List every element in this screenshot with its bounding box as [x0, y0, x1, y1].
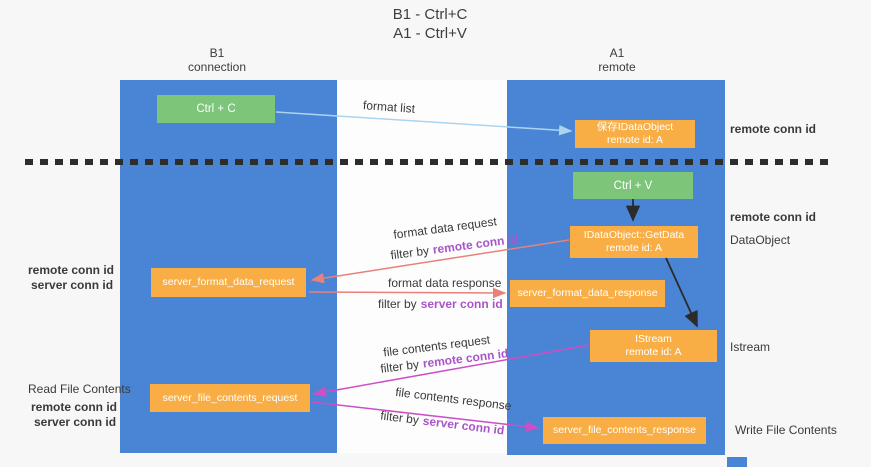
istream-box: IStream remote id: A: [590, 330, 717, 362]
getdata-subtitle: remote id: A: [605, 242, 663, 254]
lane-b1-name: B1: [209, 46, 225, 60]
ctrl-c-box: Ctrl + C: [157, 95, 275, 123]
title-line-1: B1 - Ctrl+C: [392, 6, 468, 23]
server-file-contents-request-label: server_file_contents_request: [162, 391, 298, 404]
lane-header-b1: B1 connection: [147, 46, 287, 74]
title-line-2: A1 - Ctrl+V: [393, 25, 467, 42]
save-idataobject-title: 保存IDataObject: [596, 121, 674, 133]
istream-subtitle: remote id: A: [625, 346, 682, 358]
copy-paste-divider-line: [25, 159, 832, 165]
idataobject-getdata-box: IDataObject::GetData remote id: A: [570, 226, 698, 258]
server-format-data-response-label: server_format_data_response: [517, 287, 658, 299]
lane-header-a1: A1 remote: [547, 46, 687, 74]
partial-element: [727, 457, 747, 467]
server-conn-id-text: server conn id: [420, 297, 503, 311]
read-file-contents-annotation: Read File Contents: [28, 382, 131, 396]
save-idataobject-subtitle: remote id: A: [606, 134, 664, 146]
server-format-data-request-label: server_format_data_request: [162, 276, 295, 288]
server-file-contents-request-box: server_file_contents_request: [150, 384, 310, 412]
remote-conn-id-annotation-top-right: remote conn id: [730, 122, 817, 136]
getdata-title: IDataObject::GetData: [583, 229, 685, 241]
filter-by-text: filter by: [378, 297, 417, 311]
server-conn-id-annotation-bottom-left: server conn id: [34, 415, 117, 429]
ctrl-c-label: Ctrl + C: [196, 103, 236, 115]
server-file-contents-response-label: server_file_contents_response: [552, 424, 696, 436]
server-file-contents-response-box: server_file_contents_response: [543, 417, 706, 444]
server-format-data-response-box: server_format_data_response: [510, 280, 665, 307]
remote-conn-id-annotation-mid-right: remote conn id: [730, 210, 817, 224]
istream-title: IStream: [635, 333, 672, 345]
remote-conn-id-annotation-bottom-left: remote conn id: [31, 400, 118, 414]
istream-annotation: Istream: [730, 340, 771, 354]
save-idataobject-box: 保存IDataObject remote id: A: [575, 120, 695, 148]
server-format-data-request-box: server_format_data_request: [151, 268, 306, 297]
lane-a1-name: A1: [609, 46, 625, 60]
diagram-title: B1 - Ctrl+C A1 - Ctrl+V: [300, 5, 560, 43]
lane-a1-subtitle: remote: [598, 60, 636, 74]
format-data-response-label: format data response: [388, 276, 502, 290]
write-file-contents-annotation: Write File Contents: [735, 423, 837, 437]
dataobject-annotation: DataObject: [730, 233, 791, 247]
ctrl-v-label: Ctrl + V: [613, 179, 653, 192]
remote-conn-id-annotation-mid-left: remote conn id: [28, 263, 115, 277]
server-conn-id-annotation-mid-left: server conn id: [31, 278, 114, 292]
lane-b1-subtitle: connection: [187, 60, 247, 74]
ctrl-v-box: Ctrl + V: [573, 172, 693, 199]
